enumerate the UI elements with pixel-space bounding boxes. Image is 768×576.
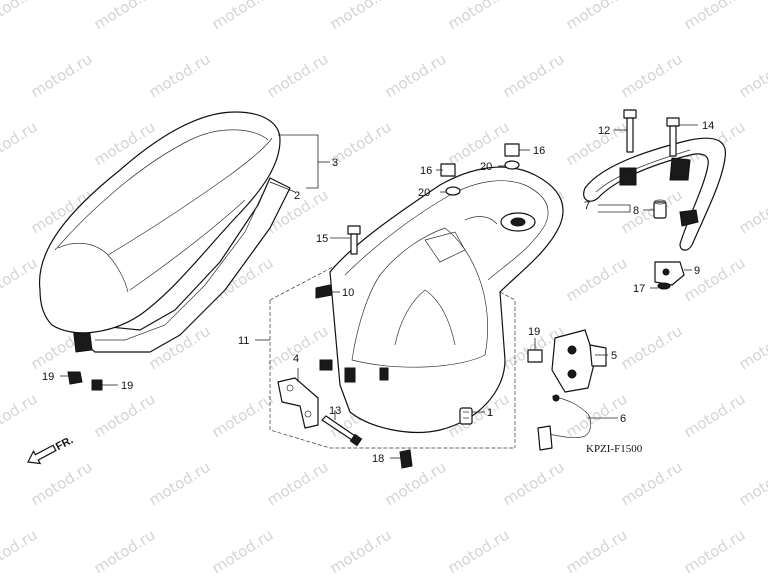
callout-15: 15	[316, 233, 328, 245]
callout-labels: 3 2 1 4 5 6 7 8 9 10 11 12 13 14 15 16 1…	[42, 120, 714, 465]
callout-19-b: 19	[121, 380, 133, 392]
callout-12: 12	[598, 125, 610, 137]
seat-part	[38, 111, 291, 353]
watermark-text: motod.ru	[681, 390, 749, 442]
watermark-text: motod.ru	[736, 50, 768, 102]
watermark-text: motod.ru	[445, 0, 513, 33]
watermark-text: motod.ru	[618, 458, 686, 510]
watermark-text: motod.ru	[563, 0, 631, 33]
bracket-part	[277, 284, 413, 469]
callout-20-b: 20	[480, 161, 492, 173]
watermark-text: motod.ru	[146, 458, 214, 510]
watermark-text: motod.ru	[382, 458, 450, 510]
callout-7: 7	[584, 200, 590, 212]
watermark-text: motod.ru	[618, 50, 686, 102]
callout-5: 5	[611, 350, 617, 362]
watermark-text: motod.ru	[618, 322, 686, 374]
watermark-text: motod.ru	[681, 0, 749, 33]
watermark-text: motod.ru	[0, 526, 40, 576]
watermark-text: motod.ru	[736, 458, 768, 510]
watermark-text: motod.ru	[327, 526, 395, 576]
watermark-text: motod.ru	[382, 50, 450, 102]
watermark-text: motod.ru	[563, 254, 631, 306]
watermark-text: motod.ru	[563, 118, 631, 170]
watermark-text: motod.ru	[264, 50, 332, 102]
callout-16-a: 16	[420, 165, 432, 177]
watermark-text: motod.ru	[681, 254, 749, 306]
watermark-text: motod.ru	[91, 526, 159, 576]
watermark-text: motod.ru	[500, 458, 568, 510]
callout-11: 11	[238, 335, 249, 347]
grab-rail-part	[583, 137, 726, 290]
fasteners	[67, 109, 680, 391]
callout-6: 6	[620, 413, 626, 425]
callout-14: 14	[702, 120, 714, 132]
watermark-text: motod.ru	[500, 50, 568, 102]
callout-10: 10	[342, 287, 354, 299]
watermark-text: motod.ru	[0, 118, 40, 170]
arrow-left-icon	[27, 444, 57, 465]
callout-1: 1	[487, 407, 493, 419]
callout-19-c: 19	[528, 326, 540, 338]
diagram-code: KPZI-F1500	[586, 443, 643, 455]
watermark-text: motod.ru	[0, 254, 40, 306]
watermark-text: motod.ru	[91, 390, 159, 442]
watermark-text: motod.ru	[618, 186, 686, 238]
callout-16-b: 16	[533, 145, 545, 157]
callout-19-a: 19	[42, 371, 54, 383]
leader-lines	[60, 124, 698, 459]
direction-label: FR.	[54, 434, 75, 453]
watermark-text: motod.ru	[264, 458, 332, 510]
callout-9: 9	[694, 265, 700, 277]
watermark-text: motod.ru	[209, 526, 277, 576]
watermark-text: motod.ru	[445, 526, 513, 576]
watermark-text: motod.ru	[681, 526, 749, 576]
watermark-text: motod.ru	[563, 526, 631, 576]
luggage-box-part	[269, 166, 564, 449]
callout-18: 18	[372, 453, 384, 465]
front-direction-arrow: FR.	[27, 434, 75, 465]
watermark-text: motod.ru	[0, 390, 40, 442]
callout-2: 2	[294, 190, 300, 202]
callout-3: 3	[332, 157, 338, 169]
hinge-part	[537, 329, 607, 451]
callout-20-a: 20	[418, 187, 430, 199]
watermark-text: motod.ru	[146, 50, 214, 102]
watermark-text: motod.ru	[736, 186, 768, 238]
callout-17: 17	[633, 283, 645, 295]
callout-4: 4	[293, 353, 299, 365]
watermark-text: motod.ru	[209, 390, 277, 442]
watermark-text: motod.ru	[28, 458, 96, 510]
watermark-text: motod.ru	[445, 118, 513, 170]
watermark-text: motod.ru	[28, 50, 96, 102]
callout-8: 8	[633, 205, 639, 217]
watermark-text: motod.ru	[209, 0, 277, 33]
watermark-text: motod.ru	[736, 322, 768, 374]
watermark-text: motod.ru	[327, 0, 395, 33]
watermark-text: motod.ru	[91, 0, 159, 33]
watermark-text: motod.ru	[0, 0, 40, 33]
callout-13: 13	[329, 405, 341, 417]
